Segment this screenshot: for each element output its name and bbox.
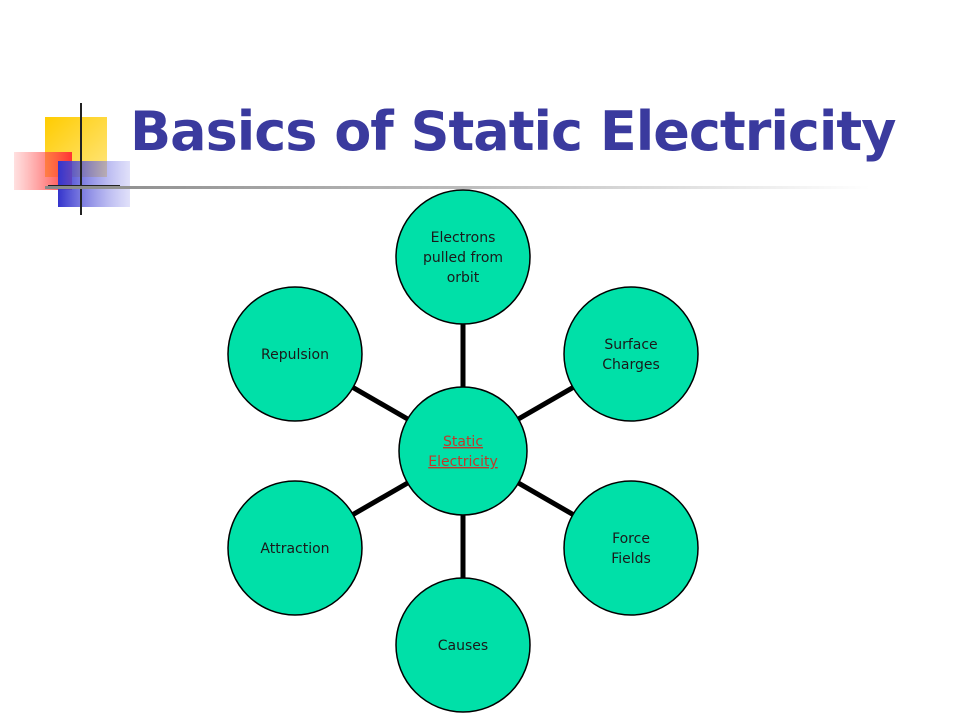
node-label-surface-charges-line-2: Charges bbox=[602, 357, 660, 373]
hub-link-line-2[interactable]: Electricity bbox=[428, 454, 498, 470]
node-label-force-fields-line-2: Fields bbox=[611, 551, 651, 567]
title-underline bbox=[45, 186, 870, 189]
blue-square bbox=[58, 161, 130, 207]
node-circle-surface-charges bbox=[563, 286, 699, 422]
node-circle-attraction bbox=[227, 480, 363, 616]
node-label-electrons-line-1: Electrons bbox=[431, 230, 496, 246]
node-label-electrons-line-3: orbit bbox=[447, 270, 480, 286]
node-label-attraction-line-1: Attraction bbox=[260, 541, 329, 557]
slide-title: Basics of Static Electricity bbox=[130, 100, 896, 163]
hub-link-line-1[interactable]: Static bbox=[443, 434, 483, 450]
node-circle-repulsion bbox=[227, 286, 363, 422]
node-circle-force-fields bbox=[563, 480, 699, 616]
hub-circle[interactable] bbox=[398, 386, 528, 516]
diagram-nodes: Electrons pulled from orbitSurfaceChargesF… bbox=[227, 189, 699, 713]
node-circle-electrons bbox=[395, 189, 531, 325]
node-attraction: Attraction bbox=[227, 480, 363, 616]
node-label-repulsion-line-1: Repulsion bbox=[261, 347, 329, 363]
node-label-force-fields-line-1: Force bbox=[612, 531, 650, 547]
node-label-causes-line-1: Causes bbox=[438, 638, 488, 654]
node-label-electrons-line-2: pulled from bbox=[423, 250, 503, 266]
node-circle-causes bbox=[395, 577, 531, 713]
node-repulsion: Repulsion bbox=[227, 286, 363, 422]
node-electrons: Electrons pulled from orbit bbox=[395, 189, 531, 325]
node-causes: Causes bbox=[395, 577, 531, 713]
node-label-surface-charges-line-1: Surface bbox=[604, 337, 657, 353]
